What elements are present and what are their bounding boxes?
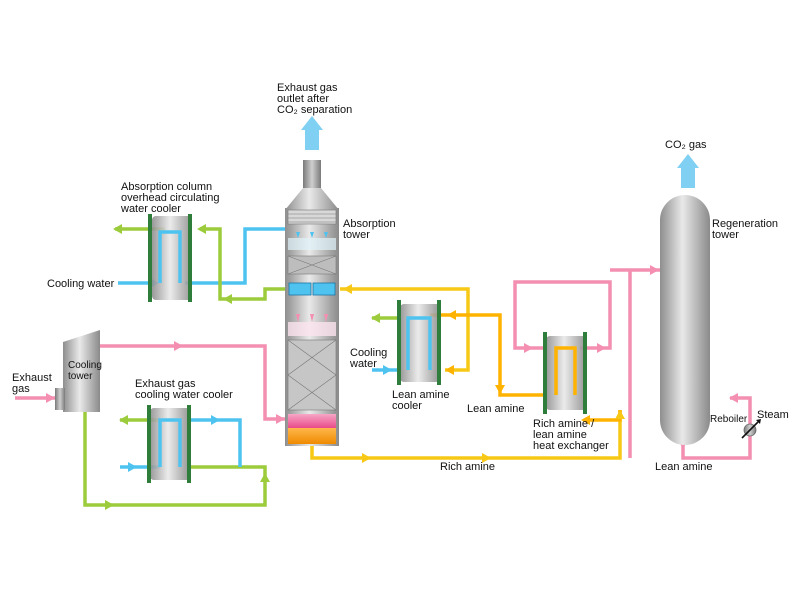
arrow-rich-amine — [362, 453, 371, 463]
arrow-gas-to-absorber — [174, 341, 183, 351]
exhaust-outlet-label: Exhaust gas outlet after CO₂ separation — [277, 82, 352, 116]
arrow-return-from-absorber — [223, 294, 232, 304]
reboiler — [741, 419, 761, 439]
arrow-reboiler-return — [729, 393, 738, 403]
arrow-lean-cooler — [447, 310, 456, 320]
arrow-gas-absorber-bottom — [276, 414, 285, 424]
arrow-return-water-left — [113, 224, 122, 234]
arrow-cw2-return — [371, 313, 380, 323]
labels: Exhaust gas outlet after CO₂ separation … — [12, 82, 789, 473]
absorption-column-cooler — [148, 214, 192, 302]
flow-arrows — [46, 116, 738, 510]
cooling-water-2-label: Cooling water — [349, 347, 390, 370]
exhaust-cooler-label: Exhaust gas cooling water cooler — [135, 378, 233, 401]
cooling-tower — [55, 330, 100, 412]
arrow-blue-exhaust-cooler-2 — [128, 462, 137, 472]
arrow-rich-amine-up — [615, 410, 625, 419]
arrow-return-to-cooler — [197, 224, 206, 234]
arrow-hx-to-regen — [650, 265, 659, 275]
regeneration-tower-label: Regeneration tower — [712, 218, 781, 241]
absorption-tower-label: Absorption tower — [343, 218, 399, 241]
reboiler-label: Reboiler — [710, 414, 748, 425]
arrow-lean-down — [495, 385, 505, 394]
arrow-cooling-water-2 — [383, 365, 392, 375]
heat-exchanger-label: Rich amine / lean amine heat exchanger — [533, 418, 609, 452]
arrow-lean-hx — [581, 415, 590, 425]
arrow-hx-pink-2 — [597, 343, 606, 353]
arrow-lean-cooler-2 — [445, 365, 454, 375]
arrow-lean-to-absorber — [343, 284, 352, 294]
arrow-exhaust-gas-in — [46, 393, 55, 403]
arrow-co2-out — [677, 154, 699, 188]
arrow-exhaust-loop-up — [260, 473, 270, 482]
rich-lean-heat-exchanger — [543, 332, 587, 414]
cooling-tower-label: Cooling tower — [68, 360, 105, 382]
lean-amine-bottom-label: Lean amine — [655, 461, 713, 473]
arrow-hx-pink — [524, 343, 533, 353]
lean-amine-cooler-unit — [397, 300, 441, 385]
arrow-exhaust-loop — [105, 500, 114, 510]
lean-amine-cooler-label: Lean amine cooler — [392, 389, 453, 412]
arrow-exhaust-outlet — [301, 116, 323, 150]
arrow-rich-amine-2 — [482, 453, 491, 463]
arrow-exhaust-loop-return — [119, 415, 128, 425]
absorption-cooler-label: Absorption column overhead circulating w… — [120, 181, 223, 215]
absorption-tower — [285, 160, 339, 446]
co2-gas-label: CO₂ gas — [665, 139, 707, 151]
arrow-blue-exhaust-cooler — [211, 415, 220, 425]
lean-amine-label: Lean amine — [467, 403, 525, 415]
cooling-water-label: Cooling water — [47, 278, 115, 290]
pipes — [15, 227, 752, 507]
regeneration-tower — [660, 195, 710, 445]
exhaust-gas-label: Exhaust gas — [12, 372, 55, 395]
exhaust-gas-cooler — [147, 405, 191, 483]
steam-label: Steam — [757, 409, 789, 421]
rich-amine-label: Rich amine — [440, 461, 495, 473]
